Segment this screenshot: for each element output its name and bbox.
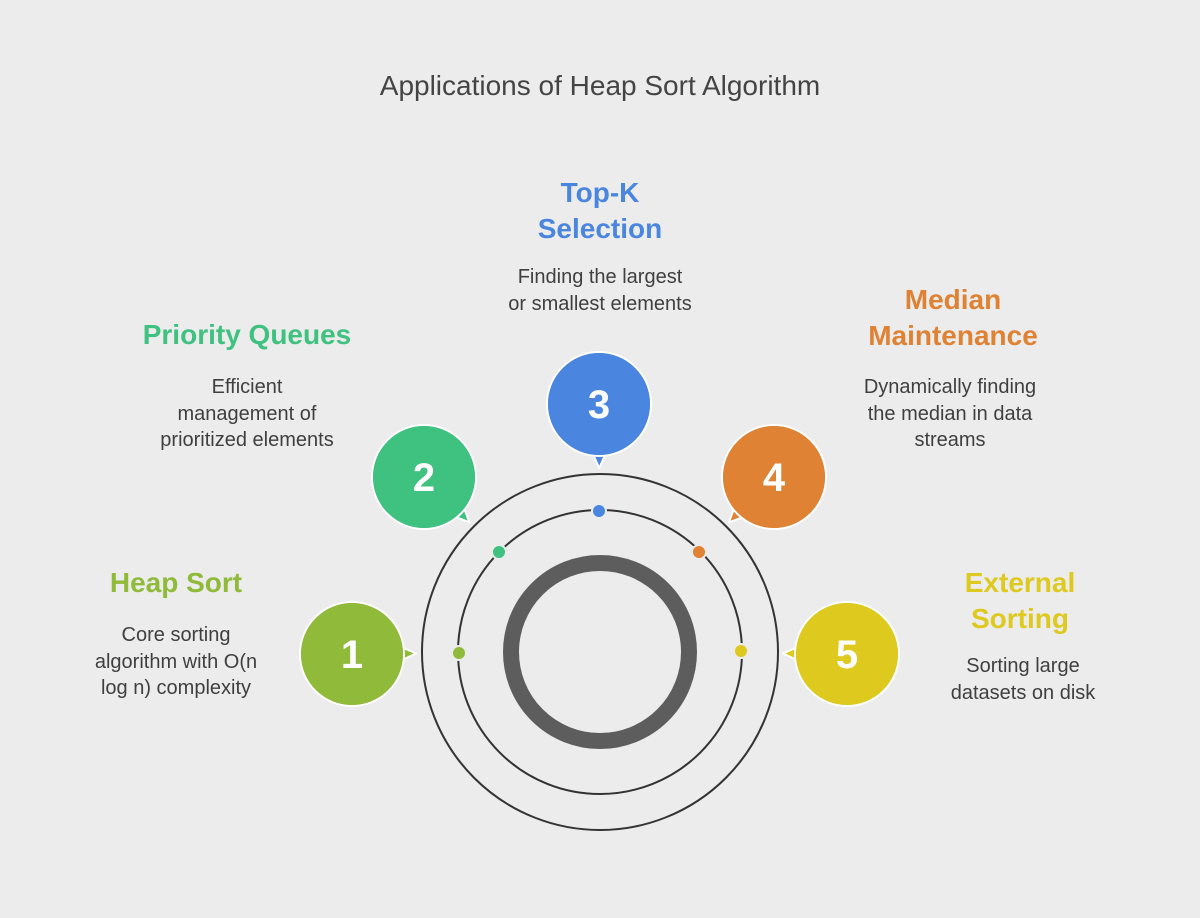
item-4-heading-line: Maintenance: [868, 320, 1038, 351]
item-1-description-line: Core sorting: [121, 624, 231, 646]
item-2-heading: Priority Queues: [87, 317, 407, 353]
outer-ring: [421, 473, 779, 831]
item-4-circle-fill: [723, 426, 825, 528]
item-2-number: 2: [413, 456, 435, 500]
item-1-circle-fill: [301, 603, 403, 705]
item-3-ring-dot: [591, 503, 607, 519]
item-1-heading: Heap Sort: [16, 565, 336, 601]
item-5-description-line: datasets on disk: [950, 681, 1096, 704]
item-4-heading-line: Median: [904, 284, 1002, 315]
item-4-description-line: the median in data: [867, 402, 1033, 425]
item-4-description: Dynamically finding the median in data s…: [820, 374, 1080, 454]
item-5-ring-dot: [733, 643, 749, 659]
item-2-ring-dot: [491, 544, 507, 560]
core-ring: [503, 555, 697, 749]
item-1-description-line: algorithm with O(n: [94, 650, 258, 673]
item-1-bubble: 1: [299, 601, 417, 707]
page-title: Applications of Heap Sort Algorithm: [379, 70, 821, 101]
item-3-heading: Top-K Selection: [440, 175, 760, 247]
item-5-bubble: 5: [782, 601, 900, 707]
item-3-heading-line: Selection: [537, 213, 663, 244]
item-1-description: Core sorting algorithm with O(n log n) c…: [46, 622, 306, 702]
item-3-description-line: or smallest elements: [508, 292, 692, 315]
item-3-description: Finding the largest or smallest elements: [470, 264, 730, 317]
item-2-bubble: 2: [371, 424, 477, 530]
item-3-bubble: 3: [546, 351, 652, 469]
item-5-heading-line: Sorting: [971, 603, 1069, 634]
item-4-number: 4: [763, 456, 786, 500]
item-2-description-line: Efficient: [211, 376, 283, 398]
item-2-description-line: prioritized elements: [160, 429, 334, 451]
item-5-circle-fill: [796, 603, 898, 705]
item-5-description: Sorting large datasets on disk: [893, 653, 1153, 706]
item-4-description-line: streams: [914, 429, 986, 451]
item-3-number: 3: [588, 383, 610, 427]
item-4-ring-dot: [691, 544, 707, 560]
bubble-layer: 1 2 3 4 5: [299, 351, 900, 707]
item-3-heading-line: Top-K: [560, 177, 640, 208]
item-1-heading-line: Heap Sort: [109, 567, 243, 598]
item-5-description-line: Sorting large: [966, 655, 1080, 677]
item-4-heading: Median Maintenance: [793, 282, 1113, 354]
item-2-heading-line: Priority Queues: [142, 319, 352, 350]
item-1-ring-dot: [451, 645, 467, 661]
item-2-description-line: management of: [177, 402, 317, 425]
item-2-circle-fill: [373, 426, 475, 528]
item-1-description-line: log n) complexity: [100, 677, 252, 699]
item-5-number: 5: [836, 633, 858, 677]
item-4-description-line: Dynamically finding: [863, 376, 1037, 398]
item-4-bubble: 4: [721, 424, 827, 530]
item-2-description: Efficient management of prioritized elem…: [117, 374, 377, 454]
item-5-heading-line: External: [964, 567, 1076, 598]
item-3-description-line: Finding the largest: [517, 266, 683, 288]
item-5-heading: External Sorting: [860, 565, 1180, 637]
item-3-circle-fill: [548, 353, 650, 455]
item-1-number: 1: [341, 633, 363, 677]
